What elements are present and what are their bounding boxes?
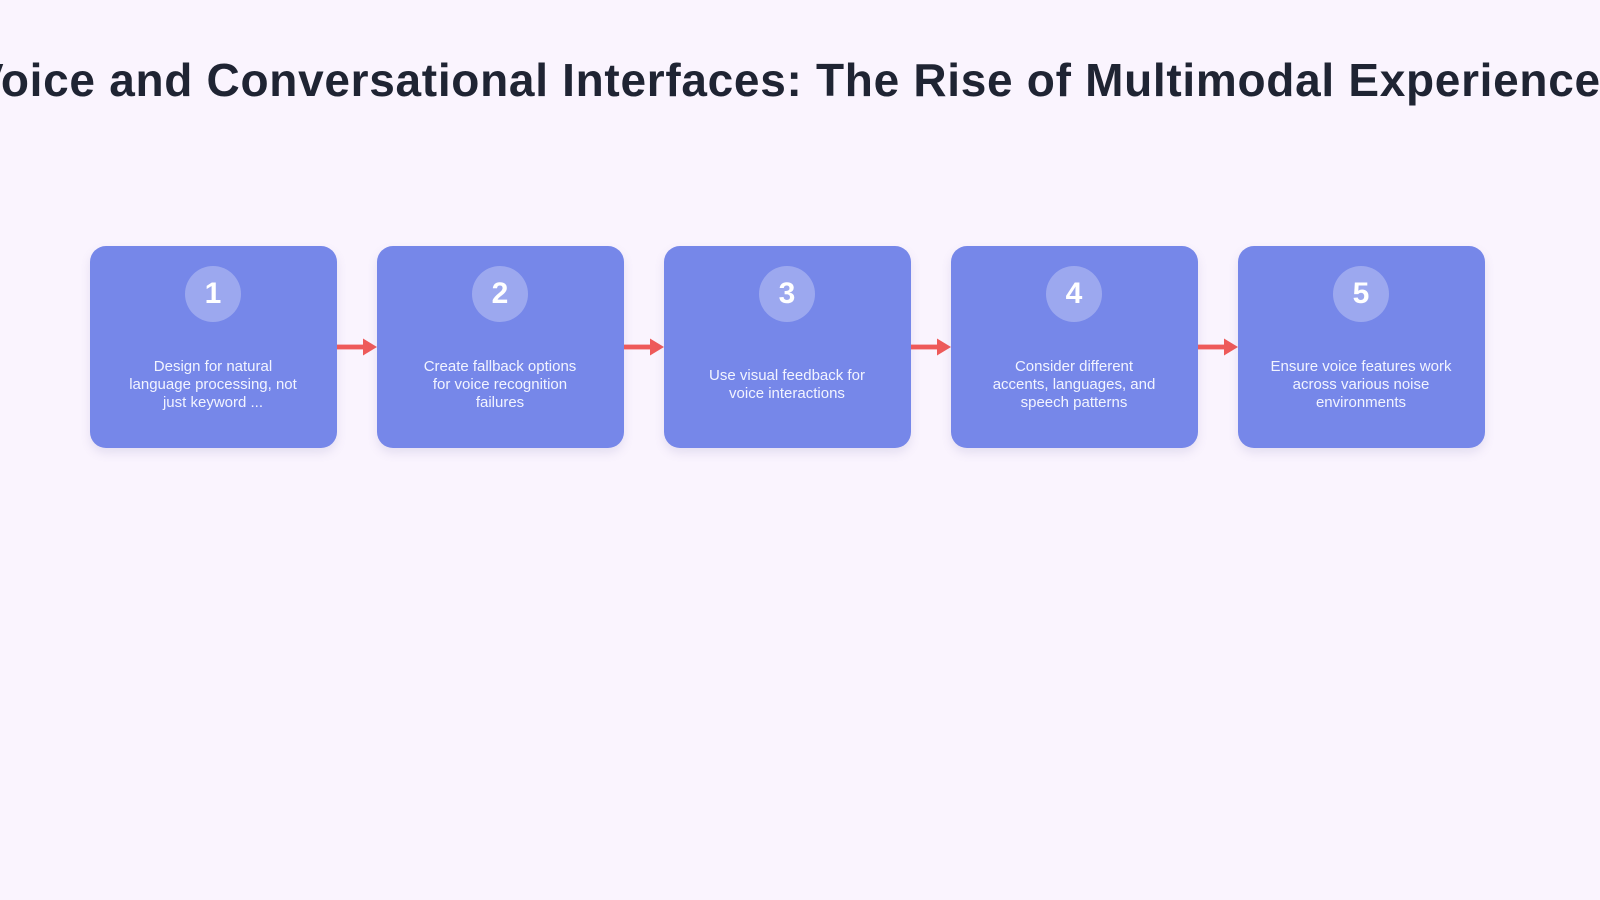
step-card: 4 Consider different accents, languages,…	[950, 246, 1198, 448]
page-title: Voice and Conversational Interfaces: The…	[0, 54, 1600, 106]
step-description: Consider different accents, languages, a…	[992, 358, 1156, 411]
step-number-badge: 1	[185, 266, 241, 322]
step-body: Ensure voice features work across variou…	[1257, 322, 1466, 448]
step-description: Create fallback options for voice recogn…	[423, 358, 577, 411]
arrow-right-icon	[336, 246, 377, 448]
step-card: 2 Create fallback options for voice reco…	[376, 246, 624, 448]
step-description: Ensure voice features work across variou…	[1270, 358, 1452, 411]
step-number: 4	[1065, 277, 1083, 310]
arrow-right-icon	[910, 246, 951, 448]
step-card: 3 Use visual feedback for voice interact…	[663, 246, 911, 448]
step-number: 5	[1352, 277, 1370, 310]
step-card: 5 Ensure voice features work across vari…	[1237, 246, 1485, 448]
step-number-badge: 5	[1333, 266, 1389, 322]
step-number-badge: 2	[472, 266, 528, 322]
step-description: Design for natural language processing, …	[129, 358, 297, 411]
step-body: Use visual feedback for voice interactio…	[695, 322, 879, 448]
step-number: 3	[778, 277, 796, 310]
step-card: 1 Design for natural language processing…	[89, 246, 337, 448]
step-number: 1	[204, 277, 222, 310]
arrow-right-icon	[623, 246, 664, 448]
step-body: Consider different accents, languages, a…	[979, 322, 1170, 448]
arrow-right-icon	[1197, 246, 1238, 448]
step-description: Use visual feedback for voice interactio…	[709, 367, 865, 402]
step-body: Create fallback options for voice recogn…	[410, 322, 591, 448]
step-number-badge: 4	[1046, 266, 1102, 322]
step-number-badge: 3	[759, 266, 815, 322]
step-number: 2	[491, 277, 509, 310]
step-body: Design for natural language processing, …	[115, 322, 311, 448]
steps-row: 1 Design for natural language processing…	[0, 246, 1587, 448]
